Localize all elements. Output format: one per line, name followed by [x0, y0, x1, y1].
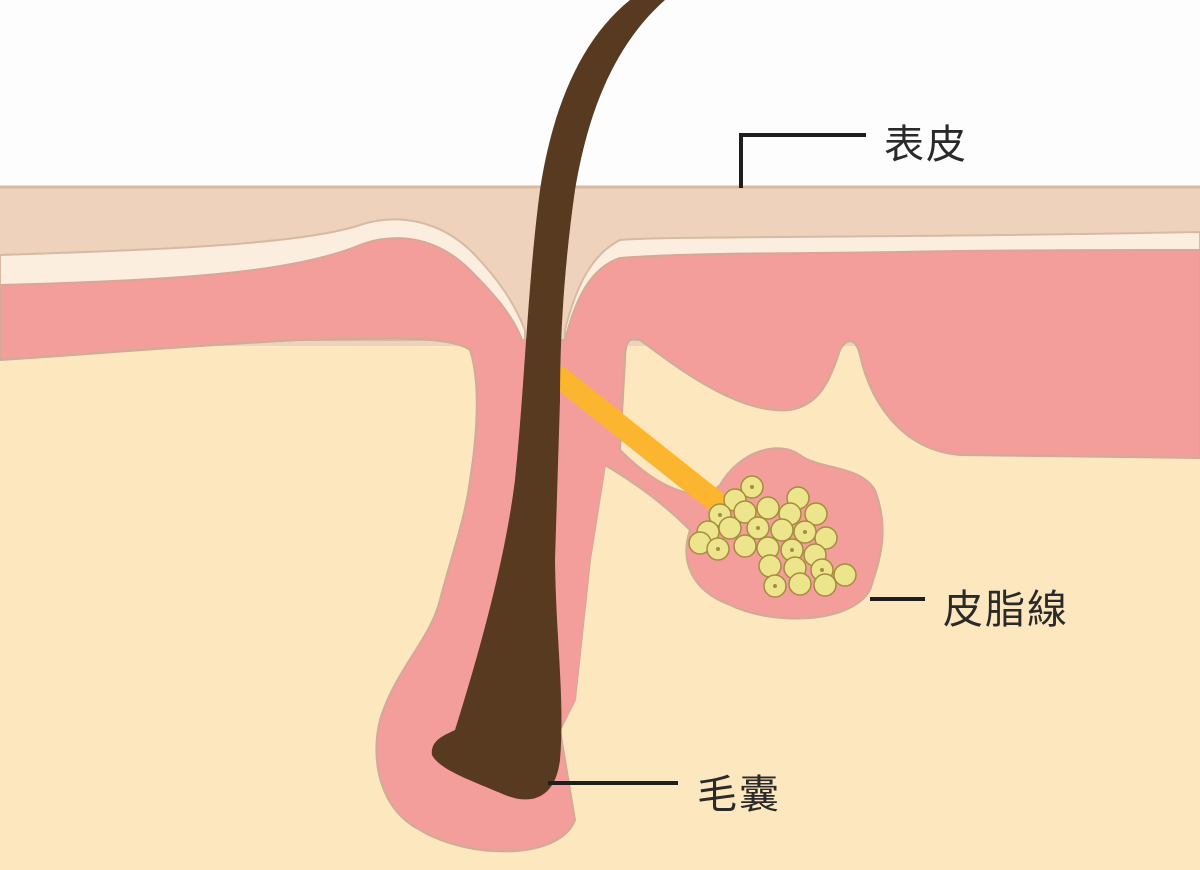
- dermis-left: [0, 237, 577, 853]
- dermis-right: [520, 249, 1200, 733]
- epidermis-leader-line: [739, 133, 866, 188]
- sebum-duct: [549, 367, 731, 516]
- sebaceous-gland-cells: [688, 475, 857, 598]
- hair-shaft: [431, 0, 665, 800]
- label-hair-follicle: 毛囊: [697, 772, 781, 818]
- label-sebaceous-gland: 皮脂線: [943, 587, 1069, 633]
- label-epidermis: 表皮: [884, 122, 968, 168]
